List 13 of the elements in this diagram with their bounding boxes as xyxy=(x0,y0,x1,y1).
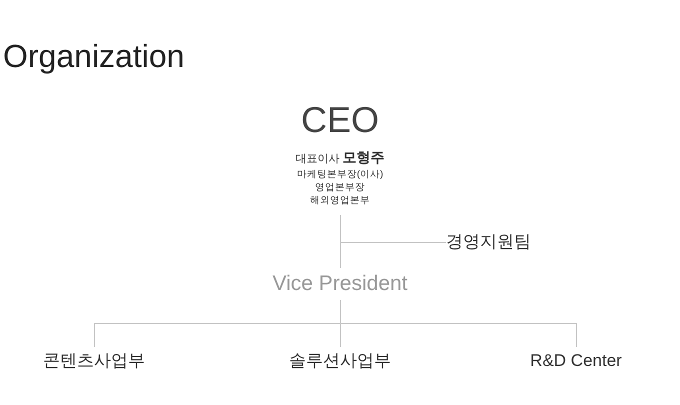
department-label: 솔루션사업부 xyxy=(289,347,391,375)
page-title: Organization xyxy=(3,37,184,76)
person-name: 대표이사 모형주 xyxy=(295,148,385,167)
career-note: 해외영업본부 xyxy=(309,194,371,207)
department-label: R&D Center xyxy=(530,347,622,375)
team-label: 경영지원팀 xyxy=(446,232,531,252)
role-title: CEO xyxy=(300,101,380,139)
role-title: Vice President xyxy=(272,268,408,300)
career-note: 영업본부장 xyxy=(314,181,366,194)
career-note: 마케팅본부장(이사) xyxy=(296,168,384,181)
connector-line xyxy=(340,300,577,348)
connector-line xyxy=(340,214,341,268)
department-label: 콘텐츠사업부 xyxy=(43,347,145,375)
